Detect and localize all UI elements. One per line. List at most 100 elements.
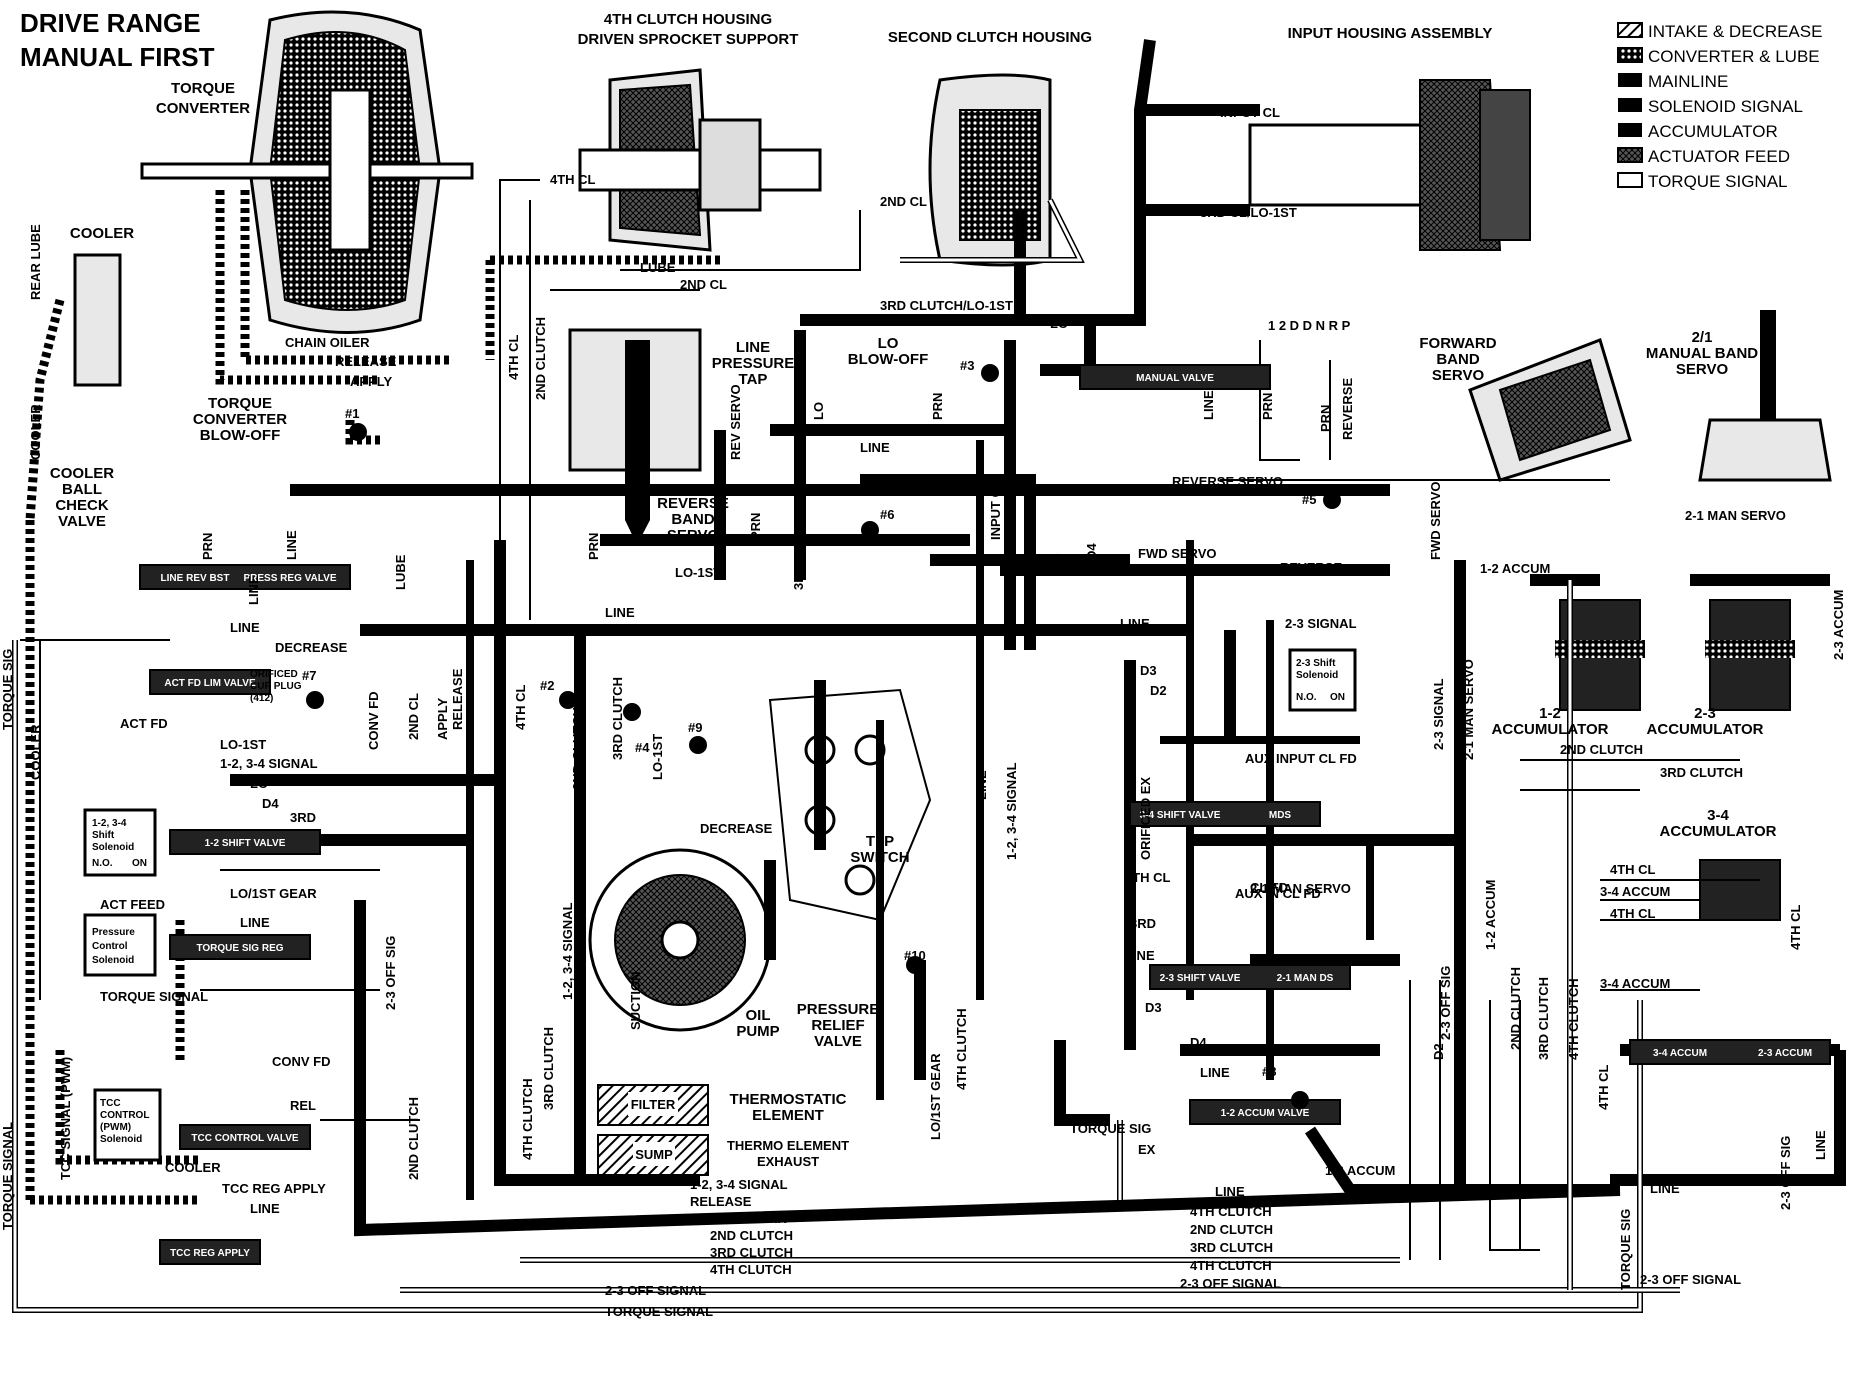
lbl-2nd-clutch-v3: 2ND CLUTCH [406, 1097, 421, 1180]
header-4th-clutch-2: DRIVEN SPROCKET SUPPORT [578, 31, 799, 48]
lbl-d3-b: D3 [1145, 1000, 1162, 1015]
checkball-8: #8 [1262, 1064, 1276, 1079]
header-input-housing: INPUT HOUSING ASSEMBLY [1288, 25, 1493, 42]
lbl-lo-1st: LO-1ST [820, 423, 866, 438]
lbl-d3-a: D3 [1140, 663, 1157, 678]
lbl-4th-clutch-b: 4TH CLUTCH [1190, 1204, 1272, 1219]
lbl-2nd-clutch-b: 2ND CLUTCH [1190, 1222, 1273, 1237]
shift-23-solenoid-label-1: 2-3 Shift [1296, 658, 1336, 669]
lbl-3rd-a: 3RD [290, 810, 316, 825]
filter-sump-drawing: FILTER SUMP [597, 1084, 709, 1176]
lbl-4th-clutch-a: 4TH CLUTCH [710, 1262, 792, 1277]
lbl-prn-e: PRN [1260, 393, 1275, 420]
pressure-control-label-2: Control [92, 941, 128, 952]
lbl-2nd-cl-v: 2ND CL [406, 693, 421, 740]
lbl-d4-v: D4 [1084, 543, 1099, 560]
header-second-clutch: SECOND CLUTCH HOUSING [888, 29, 1092, 46]
lbl-decrease: DECREASE [275, 640, 348, 655]
solenoids: 1-2, 3-4 Shift Solenoid N.O. ON Pressure… [83, 648, 1357, 1162]
lbl-2nd-clutch-a: 2ND CLUTCH [710, 1228, 793, 1243]
legend-label-intake: INTAKE & DECREASE [1648, 22, 1822, 41]
header-torque-converter-1: TORQUE [171, 80, 235, 97]
lbl-line-d: LINE [712, 621, 742, 636]
lbl-3rd-clutch-c: 3RD CLUTCH [1660, 765, 1743, 780]
manual-valve-label: MANUAL VALVE [1136, 373, 1214, 384]
legend-swatch-actuator [1617, 147, 1643, 163]
line-labels: INPUT CL 3RD CL/LO-1ST 4TH CL 2ND CL LUB… [0, 105, 1846, 1319]
shift-23-solenoid-label-3: N.O. [1296, 692, 1317, 703]
rbs-label-1: REVERSE [657, 495, 729, 512]
lbl-torque-sig-v: TORQUE SIG [1618, 1209, 1633, 1290]
lbl-reverse-b: REVERSE [1130, 563, 1192, 578]
rbs-label-2: BAND [671, 511, 714, 528]
lbl-lo: LO [1050, 316, 1068, 331]
tcc-solenoid-label-3: (PWM) [100, 1122, 131, 1133]
lbl-act-feed: ACT FEED [100, 897, 165, 912]
checkball-5: #5 [1302, 492, 1316, 507]
accum-34-label-1: 3-4 [1707, 807, 1729, 824]
lbl-23-off-signal-c: 2-3 OFF SIGNAL [1640, 1272, 1741, 1287]
lbl-apply-v: APPLY [435, 698, 450, 740]
lbl-rear-lube: REAR LUBE [28, 224, 43, 300]
signal-circuits [466, 440, 1374, 1200]
lbl-rel: REL [290, 1098, 316, 1113]
lbl-torque-sig-v2: TORQUE SIG [0, 649, 15, 730]
component-labels: TORQUE CONVERTER BLOW-OFF COOLER BALL CH… [50, 318, 1777, 1169]
checkball-2: #2 [540, 678, 554, 693]
accum-23-label-1: 2-3 [1694, 705, 1716, 722]
cooler-drawing: COOLER [70, 225, 134, 387]
lbl-d3-v: D3 [1048, 553, 1063, 570]
range-selector: 1 2 D D N R P [1268, 318, 1351, 333]
shift-12-label: 1-2 SHIFT VALVE [205, 838, 286, 849]
lbl-prn-a: PRN [200, 533, 215, 560]
lbl-conv-fd: CONV FD [272, 1054, 331, 1069]
lpt-label-1: LINE [736, 339, 770, 356]
accum-34-valve-label: 3-4 ACCUM [1653, 1048, 1707, 1059]
oil-pump-label-2: PUMP [736, 1023, 779, 1040]
mds-label: MDS [1269, 810, 1292, 821]
lbl-cooler-h: COOLER [165, 1160, 221, 1175]
lbl-4th-cl-c: 4TH CL [1610, 862, 1656, 877]
lbl-line-j: LINE [1215, 1184, 1245, 1199]
oil-pump-drawing [588, 848, 772, 1032]
lbl-decrease-b: DECREASE [700, 821, 773, 836]
lbl-reverse-a: REVERSE [1280, 560, 1342, 575]
lbl-4th-cl-b: 4TH CL [1125, 870, 1171, 885]
fourth-clutch-housing-drawing [578, 68, 822, 252]
lbl-aux-in-cl-fd: AUX IN CL FD [1235, 886, 1321, 901]
cbc-label-3: CHECK [55, 497, 109, 514]
mbs-label-2: MANUAL BAND [1646, 345, 1758, 362]
thermo-ex-label-1: THERMO ELEMENT [727, 1138, 849, 1153]
lbl-signal-1234-v: 1-2, 3-4 SIGNAL [560, 902, 575, 1000]
shift-1234-solenoid-label-5: ON [132, 858, 147, 869]
lbl-prn-f: PRN [1318, 405, 1333, 432]
checkball-1: #1 [345, 406, 359, 421]
fbs-label-2: BAND [1436, 351, 1479, 368]
lbl-lo-v: LO [811, 402, 826, 420]
lbl-accum-23-v: 2-3 ACCUM [1831, 590, 1846, 660]
lbl-signal-1234: 1-2, 3-4 SIGNAL [220, 756, 318, 771]
shift-23-solenoid-label-4: ON [1330, 692, 1345, 703]
lbl-23-off-sig-v2: 2-3 OFF SIG [1778, 1136, 1793, 1210]
legend-swatch-converter [1617, 47, 1643, 63]
legend-label-converter: CONVERTER & LUBE [1648, 47, 1820, 66]
accum-34-23-valve [1629, 1039, 1831, 1065]
lbl-line-g: LINE [250, 1201, 280, 1216]
title-line-1: DRIVE RANGE [20, 8, 201, 38]
orificed-cup-plug-note: ORIFICED CUP PLUG (412) [250, 669, 302, 704]
lbl-3rd-clutch-v2: 3RD CLUTCH [1536, 977, 1551, 1060]
cbc-label-1: COOLER [50, 465, 114, 482]
lbl-line-v5: LINE [974, 770, 989, 800]
legend-swatch-accumulator [1618, 123, 1642, 137]
lbl-accum-12-v: 1-2 ACCUM [1483, 880, 1498, 950]
torque-sig-reg-valve [169, 934, 311, 960]
lbl-4th-cl-d: 4TH CL [1610, 906, 1656, 921]
legend-label-solenoid: SOLENOID SIGNAL [1648, 97, 1803, 116]
tc-blowoff-label-2: CONVERTER [193, 411, 287, 428]
lbl-fwd-servo-v: FWD SERVO [1428, 482, 1443, 561]
line-rev-boost-press-reg-valve [139, 564, 351, 590]
lbl-chain-oiler: CHAIN OILER [285, 335, 370, 350]
lbl-3rd-clutch-lo: 3RD CLUTCH/LO-1ST [880, 298, 1013, 313]
lbl-lo-1st-b: LO-1ST [675, 565, 721, 580]
prv-label-3: VALVE [814, 1033, 862, 1050]
